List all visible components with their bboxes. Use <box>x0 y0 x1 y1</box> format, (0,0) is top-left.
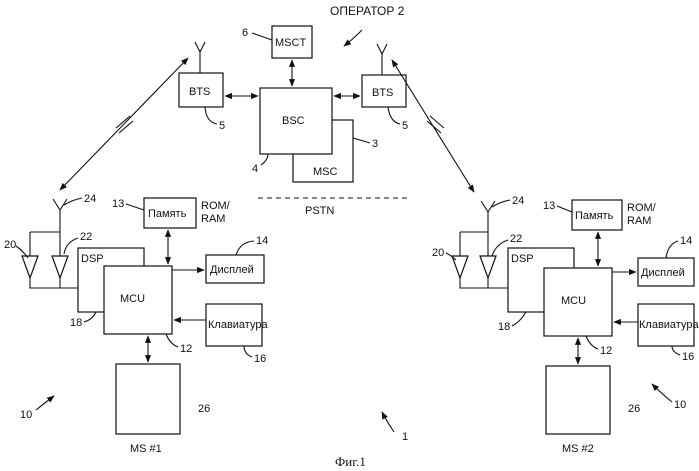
ref-3: 3 <box>372 138 378 150</box>
ref-14-ms2-leader <box>666 241 678 258</box>
ms1-amp-tx <box>22 256 38 278</box>
bts-right-label: BTS <box>372 87 393 99</box>
ms1-amp-rx <box>52 256 68 278</box>
ref-26-ms2: 26 <box>628 403 640 415</box>
ref-22-ms1: 22 <box>80 231 92 243</box>
ref-18-ms2-leader <box>512 312 526 326</box>
ms1-label: MS #1 <box>130 443 162 455</box>
ref-16-ms1: 16 <box>254 353 266 365</box>
ms2-rom-label: ROM/ <box>627 202 657 214</box>
ref-13-ms1-leader <box>126 204 144 210</box>
ms2-ram-label: RAM <box>627 215 651 227</box>
ms1-mcu-label: MCU <box>120 293 145 305</box>
ref-20-ms2: 20 <box>432 247 444 259</box>
ref-18-ms2: 18 <box>498 321 510 333</box>
bts-left-box: BTS <box>179 73 223 107</box>
ref-12-ms1: 12 <box>180 343 192 355</box>
ms2-keyboard-label: Клавиатура <box>639 319 699 331</box>
ref-12-ms2: 12 <box>600 345 612 357</box>
ref-24-ms1: 24 <box>84 193 96 205</box>
ref-5-right: 5 <box>402 120 408 132</box>
ms2-amp-tx <box>452 256 468 278</box>
ref-24-ms2: 24 <box>512 195 524 207</box>
radio-link-left <box>60 58 188 190</box>
ref-16-ms2: 16 <box>682 351 694 363</box>
ref-1-arrow <box>382 412 394 432</box>
ms2-lower-unit-box <box>546 366 610 434</box>
ref-16-ms1-leader <box>244 346 252 357</box>
ref-26-ms1: 26 <box>198 403 210 415</box>
ref-10-ms1: 10 <box>20 409 32 421</box>
radio-break-left <box>116 116 133 133</box>
ref-22-ms2-leader <box>492 240 508 256</box>
ref-10-ms1-arrow <box>36 396 54 410</box>
bsc-label: BSC <box>282 115 305 127</box>
bts-right-antenna <box>377 44 387 75</box>
msc-label: MSC <box>313 166 338 178</box>
bts-left-antenna <box>195 42 205 73</box>
ref-10-ms2-arrow <box>652 384 672 402</box>
ref-6-leader <box>252 33 272 40</box>
ms2-antenna <box>481 201 495 232</box>
ms2-display-label: Дисплей <box>641 267 685 279</box>
pstn-label: PSTN <box>305 205 334 217</box>
ref-10-ms2: 10 <box>674 399 686 411</box>
ref-12-ms2-leader <box>586 336 598 349</box>
operator-arrow <box>344 30 362 46</box>
ref-22-ms2: 22 <box>510 233 522 245</box>
ref-18-ms1-leader <box>84 312 96 322</box>
ms2-dsp-label: DSP <box>511 253 534 265</box>
ref-20-ms1: 20 <box>4 239 16 251</box>
ms1-ram-label: RAM <box>201 213 225 225</box>
ref-18-ms1: 18 <box>70 317 82 329</box>
ms1-lower-unit-box <box>116 364 180 434</box>
ms1-keyboard-label: Клавиатура <box>208 319 268 331</box>
ref-1: 1 <box>402 431 408 443</box>
bts-left-label: BTS <box>189 86 210 98</box>
ref-5-left: 5 <box>219 120 225 132</box>
figure-caption: Фиг.1 <box>335 454 366 469</box>
ref-13-ms2: 13 <box>543 200 555 212</box>
ref-16-ms2-leader <box>672 346 680 355</box>
ms2-memory-label: Память <box>575 210 614 222</box>
ref-6: 6 <box>242 27 248 39</box>
ref-14-ms2: 14 <box>680 235 692 247</box>
ref-12-ms1-leader <box>166 334 178 347</box>
ref-22-ms1-leader <box>64 238 78 254</box>
mobile-station-2: 24 20 22 DSP MCU 18 12 Память ROM/ RAM 1… <box>432 195 699 455</box>
ref-13-ms2-leader <box>557 206 572 212</box>
ms2-amp-rx <box>480 256 496 278</box>
ref-4: 4 <box>252 163 258 175</box>
ref-5-left-leader <box>205 107 217 124</box>
msct-box: MSCT <box>272 26 312 58</box>
operator-label: ОПЕРАТОР 2 <box>330 4 405 18</box>
ref-3-leader <box>353 138 370 143</box>
ms1-display-label: Дисплей <box>210 264 254 276</box>
ms2-label: MS #2 <box>562 443 594 455</box>
ref-13-ms1: 13 <box>112 198 124 210</box>
ref-14-ms1: 14 <box>256 235 268 247</box>
ref-4-leader <box>261 154 268 165</box>
ref-14-ms1-leader <box>236 241 254 255</box>
bts-right-box: BTS <box>362 75 406 107</box>
mobile-station-1: 24 20 22 DSP MCU 18 12 Память ROM/ RAM 1… <box>4 193 268 455</box>
ms1-dsp-label: DSP <box>81 253 104 265</box>
ms1-memory-label: Память <box>148 208 187 220</box>
bsc-box: BSC <box>260 88 332 154</box>
ms2-mcu-label: MCU <box>561 295 586 307</box>
ms1-rom-label: ROM/ <box>201 200 231 212</box>
msct-label: MSCT <box>275 37 306 49</box>
ref-5-right-leader <box>388 107 400 124</box>
